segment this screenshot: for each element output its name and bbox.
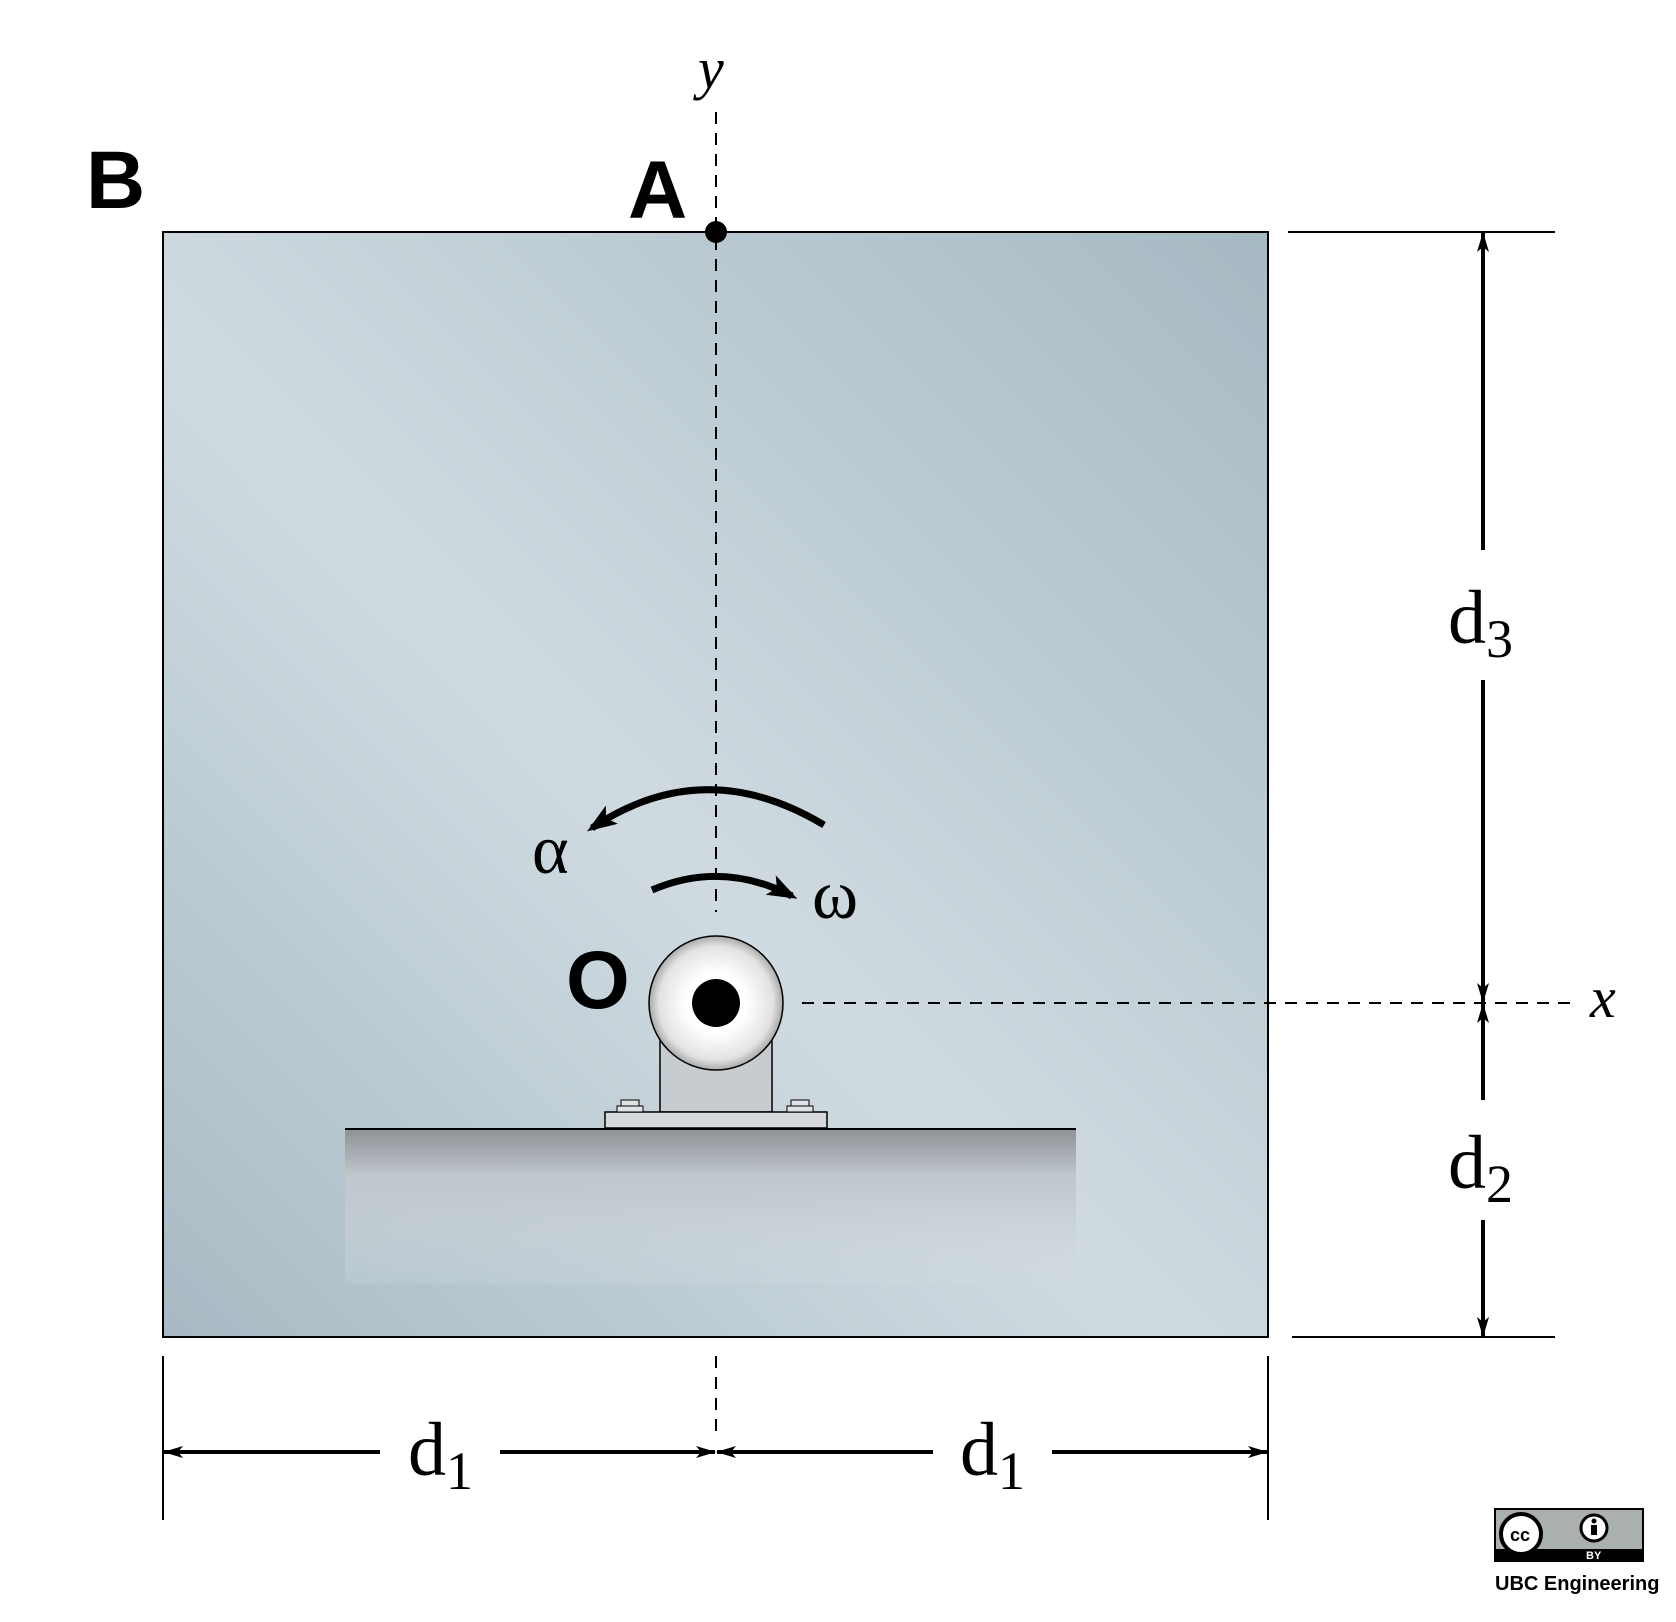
label-axis-y: y	[693, 36, 724, 101]
label-point-a: A	[628, 145, 687, 236]
dim-label-d3: d3	[1448, 576, 1513, 669]
support-ground	[345, 1129, 1076, 1284]
alpha-arrow	[587, 786, 826, 832]
bolt-right	[786, 1105, 814, 1113]
dim-label-d1-right: d1	[960, 1408, 1025, 1501]
svg-text:cc: cc	[1510, 1525, 1530, 1545]
label-axis-x: x	[1589, 965, 1616, 1030]
cc-icon	[1499, 1512, 1543, 1556]
pin-support	[604, 935, 828, 1129]
pin-o	[692, 979, 740, 1027]
label-point-b: B	[86, 135, 145, 226]
dim-label-d1-left: d1	[408, 1408, 473, 1501]
cc-by-badge: cc BY	[1494, 1508, 1644, 1562]
label-omega: ω	[812, 857, 858, 934]
credit-text: UBC Engineering	[1495, 1573, 1659, 1595]
badge-by-text: BY	[1586, 1550, 1602, 1562]
bolt-left	[616, 1105, 644, 1113]
omega-arrow	[650, 872, 798, 900]
point-a-dot	[705, 221, 727, 243]
dim-label-d2: d2	[1448, 1121, 1513, 1214]
label-alpha: α	[532, 812, 569, 889]
label-point-o: O	[566, 935, 630, 1026]
